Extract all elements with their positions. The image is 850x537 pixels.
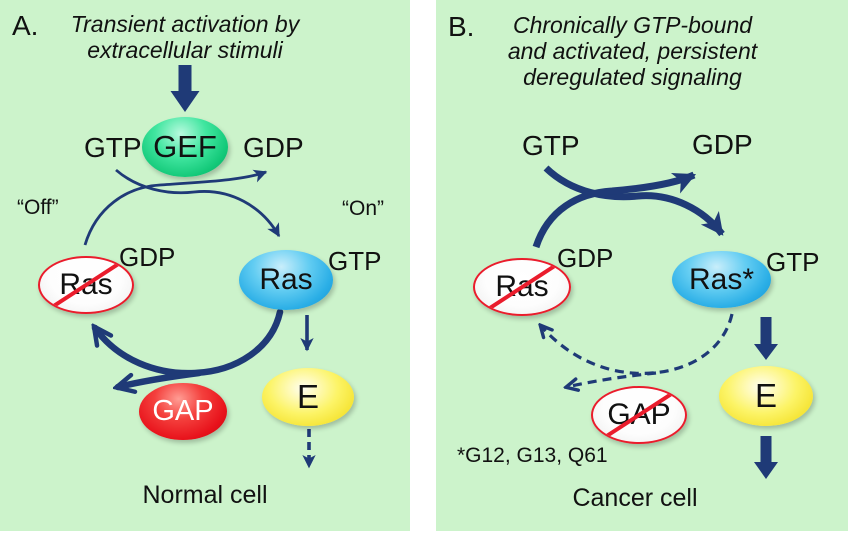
ras-active-node-a: Ras (239, 250, 333, 310)
free-gdp-label-b: GDP (692, 129, 753, 160)
stimulus-block-arrow (170, 65, 200, 112)
gef-node: GEF (142, 117, 228, 177)
ras-inactive-node-b: Ras (473, 258, 571, 316)
ras-active-node-b: Ras* (672, 251, 771, 308)
panel-b-letter: B. (448, 11, 475, 42)
gef-label: GEF (153, 129, 217, 164)
inhibition-slash-icon (593, 388, 685, 442)
gtp-loading-arrow (115, 168, 281, 238)
panel-b-title-line2: and activated, persistent (507, 38, 758, 64)
inhibition-slash-icon (40, 258, 132, 312)
off-state-label: “Off” (17, 196, 59, 219)
free-gtp-label-a: GTP (84, 132, 142, 163)
panel-a-letter: A. (12, 10, 39, 41)
on-state-label: “On” (342, 197, 384, 220)
downstream-signal-block-arrow-b (754, 436, 778, 479)
phosphate-release-arrow (118, 369, 203, 387)
free-gtp-label-b: GTP (522, 130, 580, 161)
gdp-release-arrow-b (532, 171, 697, 249)
cancer-cell-label: Cancer cell (572, 484, 698, 512)
blocked-hydrolysis-dashed-arrow (541, 313, 734, 375)
effector-node-a: E (262, 368, 354, 426)
panel-a-title: Transient activation by extracellular st… (55, 11, 315, 63)
effector-label-a: E (296, 378, 319, 415)
ras-to-effector-block-arrow-b (754, 317, 778, 360)
gtp-loading-arrow-b (543, 165, 725, 237)
gdp-release-arrow (83, 169, 268, 246)
ras-active-label-a: Ras (259, 263, 313, 296)
effector-node-b: E (719, 366, 813, 426)
inhibition-slash-icon (475, 260, 569, 314)
gap-node-a: GAP (139, 383, 227, 440)
panel-b-title-line3: deregulated signaling (523, 64, 742, 90)
panel-a-title-line1: Transient activation by (70, 11, 300, 37)
blocked-phosphate-dashed-arrow (567, 371, 657, 387)
effector-label-b: E (754, 377, 777, 414)
normal-cell-label: Normal cell (142, 481, 268, 509)
panel-a-title-line2: extracellular stimuli (87, 37, 283, 63)
gap-node-b: GAP (591, 386, 687, 444)
ras-gtp-nucleotide-a: GTP (328, 246, 382, 276)
mutation-sites-label: *G12, G13, Q61 (457, 444, 608, 467)
panel-b-title-line1: Chronically GTP-bound (512, 12, 753, 38)
ras-active-label-b: Ras* (688, 262, 755, 296)
ras-inactive-node-a: Ras (38, 256, 134, 314)
panel-b-title: Chronically GTP-bound and activated, per… (500, 12, 765, 90)
ras-gdp-nucleotide-a: GDP (119, 242, 176, 272)
ras-gtp-nucleotide-b: GTP (766, 247, 820, 277)
ras-gdp-nucleotide-b: GDP (557, 243, 614, 273)
gap-label-a: GAP (152, 395, 214, 427)
free-gdp-label-a: GDP (243, 132, 304, 163)
gap-hydrolysis-arrow (95, 308, 284, 377)
